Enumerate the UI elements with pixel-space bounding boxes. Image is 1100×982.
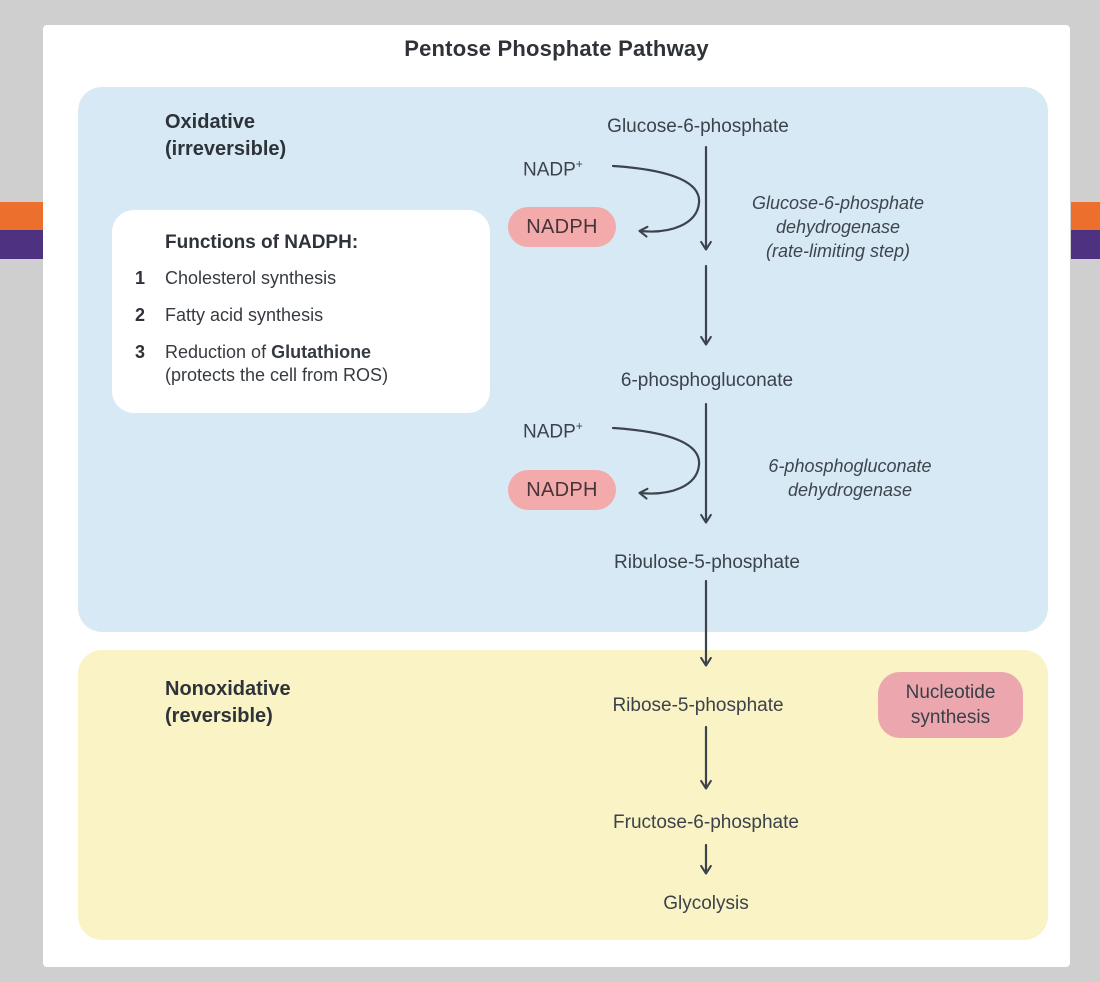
functions-of-nadph-box: Functions of NADPH: 1 Cholesterol synthes… [112, 210, 490, 413]
metabolite-glucose-6-phosphate: Glucose-6-phosphate [607, 116, 789, 137]
nonoxidative-label-line2: (reversible) [165, 705, 273, 727]
function-item-2-number: 2 [135, 305, 146, 325]
metabolite-ribulose-5-phosphate: Ribulose-5-phosphate [614, 552, 800, 573]
nadp-1-base: NADP [523, 159, 576, 181]
nucleotide-badge-line1: Nucleotide [905, 682, 996, 703]
metabolite-ribose-5-phosphate: Ribose-5-phosphate [612, 695, 784, 716]
enzyme-6pg-dehydrogenase: 6-phosphogluconate dehydrogenase [768, 454, 931, 502]
nadph-badge-2: NADPH [508, 470, 616, 510]
function-item-3-bold-text: Glutathione [271, 342, 372, 362]
function-item-2: 2 Fatty acid synthesis [135, 304, 323, 327]
enzyme-2-line2: dehydrogenase [787, 480, 913, 500]
cofactor-nadp-plus-2: NADP+ [523, 419, 583, 443]
accent-bar-right-purple [1071, 230, 1100, 259]
oxidative-label-line2: (irreversible) [165, 138, 287, 160]
oxidative-label: Oxidative (irreversible) [165, 109, 286, 163]
function-item-3-number: 3 [135, 342, 146, 362]
function-item-3-line2: (protects the cell from ROS) [165, 365, 389, 385]
function-item-1: 1 Cholesterol synthesis [135, 267, 336, 290]
nadp-2-base: NADP [523, 421, 576, 443]
enzyme-1-line1: Glucose-6-phosphate [751, 193, 925, 213]
nonoxidative-label: Nonoxidative (reversible) [165, 676, 291, 730]
enzyme-1-line2: dehydrogenase [775, 217, 901, 237]
accent-bar-right-orange [1071, 202, 1100, 230]
cofactor-nadp-plus-1: NADP+ [523, 157, 583, 181]
functions-heading: Functions of NADPH: [165, 232, 359, 253]
accent-bar-left-purple [0, 230, 44, 259]
nadph-badge-1: NADPH [508, 207, 616, 247]
accent-bar-left-orange [0, 202, 44, 230]
function-item-3-text: Reduction of [165, 342, 272, 362]
enzyme-1-line3: (rate-limiting step) [765, 241, 911, 261]
nucleotide-synthesis-badge: Nucleotide synthesis [878, 672, 1023, 738]
function-item-3: 3 Reduction of Glutathione (protects the … [135, 341, 388, 387]
function-item-3-line1: 3 Reduction of Glutathione [135, 341, 388, 364]
function-item-2-text: Fatty acid synthesis [165, 305, 324, 325]
oxidative-label-line1: Oxidative [165, 111, 256, 133]
function-item-1-text: Cholesterol synthesis [165, 268, 337, 288]
nadp-1-sup: + [575, 157, 583, 171]
diagram-title: Pentose Phosphate Pathway [404, 36, 709, 61]
metabolite-6-phosphogluconate: 6-phosphogluconate [620, 370, 794, 391]
enzyme-g6p-dehydrogenase: Glucose-6-phosphate dehydrogenase (rate-… [752, 191, 924, 263]
metabolite-fructose-6-phosphate: Fructose-6-phosphate [613, 812, 799, 833]
nonoxidative-label-line1: Nonoxidative [165, 678, 291, 700]
function-item-1-number: 1 [135, 268, 146, 288]
nucleotide-badge-line2: synthesis [910, 707, 991, 728]
nadp-2-sup: + [575, 419, 583, 433]
pathway-glycolysis: Glycolysis [663, 893, 749, 914]
enzyme-2-line1: 6-phosphogluconate [768, 456, 932, 476]
